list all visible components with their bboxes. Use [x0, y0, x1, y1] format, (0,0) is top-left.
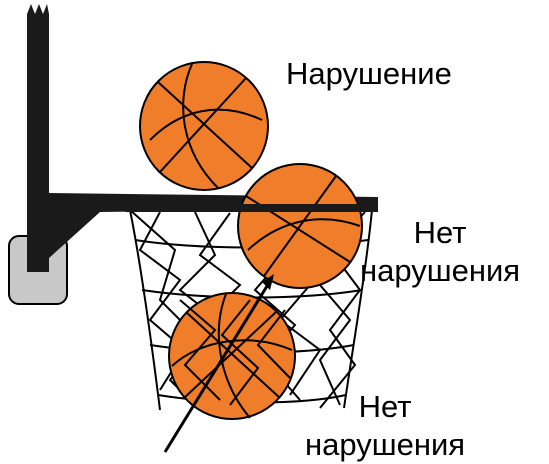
arrow-up-icon — [163, 274, 274, 453]
rim-basketball-icon — [237, 163, 363, 289]
basket-rim — [125, 204, 378, 212]
top-basketball-icon — [139, 61, 269, 191]
backboard-post — [27, 14, 49, 272]
no-violation-below-line1: Нет — [358, 389, 412, 424]
no-violation-below-line2: нарушения — [305, 427, 466, 462]
no-violation-rim-line1: Нет — [413, 215, 467, 250]
backboard-post-top — [27, 4, 49, 14]
violation-label-text: Нарушение — [286, 56, 452, 91]
bottom-basketball-icon — [168, 292, 296, 420]
violation-label: Нарушение — [286, 55, 452, 93]
no-violation-rim-label: Нет нарушения — [360, 214, 520, 290]
no-violation-rim-line2: нарушения — [360, 253, 521, 288]
net-overlay — [179, 299, 291, 406]
no-violation-below-label: Нет нарушения — [305, 388, 465, 464]
